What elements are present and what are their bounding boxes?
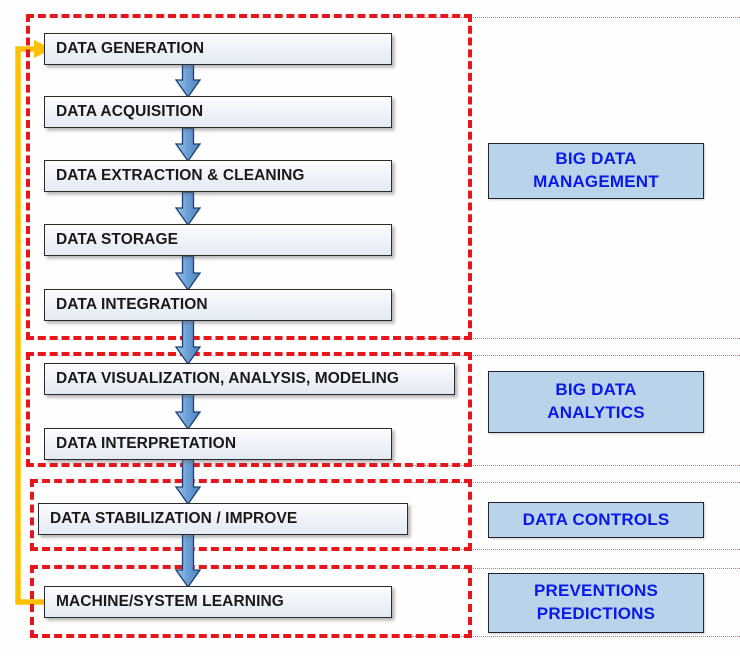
step-data-visualization[interactable]: DATA VISUALIZATION, ANALYSIS, MODELING [44,363,455,395]
step-label: DATA STORAGE [56,231,179,248]
category-preventions[interactable]: PREVENTIONS PREDICTIONS [488,573,704,633]
step-label: DATA STABILIZATION / IMPROVE [50,510,298,527]
category-big-data-analytics[interactable]: BIG DATA ANALYTICS [488,371,704,433]
step-machine-system-learning[interactable]: MACHINE/SYSTEM LEARNING [44,586,392,618]
region-big-data-analytics-extension-rule [412,355,740,356]
arrow-storage-to-integration [173,256,203,290]
step-data-generation[interactable]: DATA GENERATION [44,33,392,65]
category-data-controls[interactable]: DATA CONTROLS [488,502,704,538]
step-label: DATA INTEGRATION [56,296,208,313]
region-big-data-management-extension-rule [412,17,740,18]
category-label-line: ANALYTICS [547,403,645,422]
step-data-storage[interactable]: DATA STORAGE [44,224,392,256]
step-data-stabilization[interactable]: DATA STABILIZATION / IMPROVE [38,503,408,535]
step-data-extraction[interactable]: DATA EXTRACTION & CLEANING [44,160,392,192]
region-big-data-management [26,14,472,340]
step-data-integration[interactable]: DATA INTEGRATION [44,289,392,321]
arrow-generation-to-acquisition [173,64,203,97]
step-data-interpretation[interactable]: DATA INTERPRETATION [44,428,392,460]
category-label-line: PREVENTIONS [533,581,659,601]
region-data-controls-extension-rule [412,549,740,550]
category-label-line: PREDICTIONS [536,604,656,623]
arrow-extraction-to-storage [173,192,203,225]
region-big-data-analytics-extension-rule [412,465,740,466]
arrow-stabilization-to-learning [173,534,203,587]
category-label-line: DATA CONTROLS [522,509,670,529]
arrow-integration-to-visualization [173,320,203,364]
category-label-line: BIG DATA [555,380,637,400]
region-big-data-analytics [26,352,472,467]
category-label-line: BIG DATA [555,149,637,169]
step-label: DATA INTERPRETATION [56,435,237,452]
region-big-data-management-extension-rule [412,338,740,339]
step-label: DATA VISUALIZATION, ANALYSIS, MODELING [56,370,400,387]
arrow-acquisition-to-extraction [173,128,203,161]
region-preventions [30,565,472,638]
step-label: DATA GENERATION [56,40,205,57]
category-label-line: MANAGEMENT [533,172,659,191]
region-preventions-extension-rule [412,568,740,569]
step-label: DATA EXTRACTION & CLEANING [56,167,305,184]
arrow-interpretation-to-stabilization [173,459,203,504]
step-label: MACHINE/SYSTEM LEARNING [56,593,284,610]
step-label: DATA ACQUISITION [56,103,204,120]
region-preventions-extension-rule [412,636,740,637]
step-data-acquisition[interactable]: DATA ACQUISITION [44,96,392,128]
region-data-controls [30,479,472,551]
arrow-visualization-to-interpretation [173,394,203,429]
region-data-controls-extension-rule [412,482,740,483]
category-big-data-management[interactable]: BIG DATA MANAGEMENT [488,143,704,199]
